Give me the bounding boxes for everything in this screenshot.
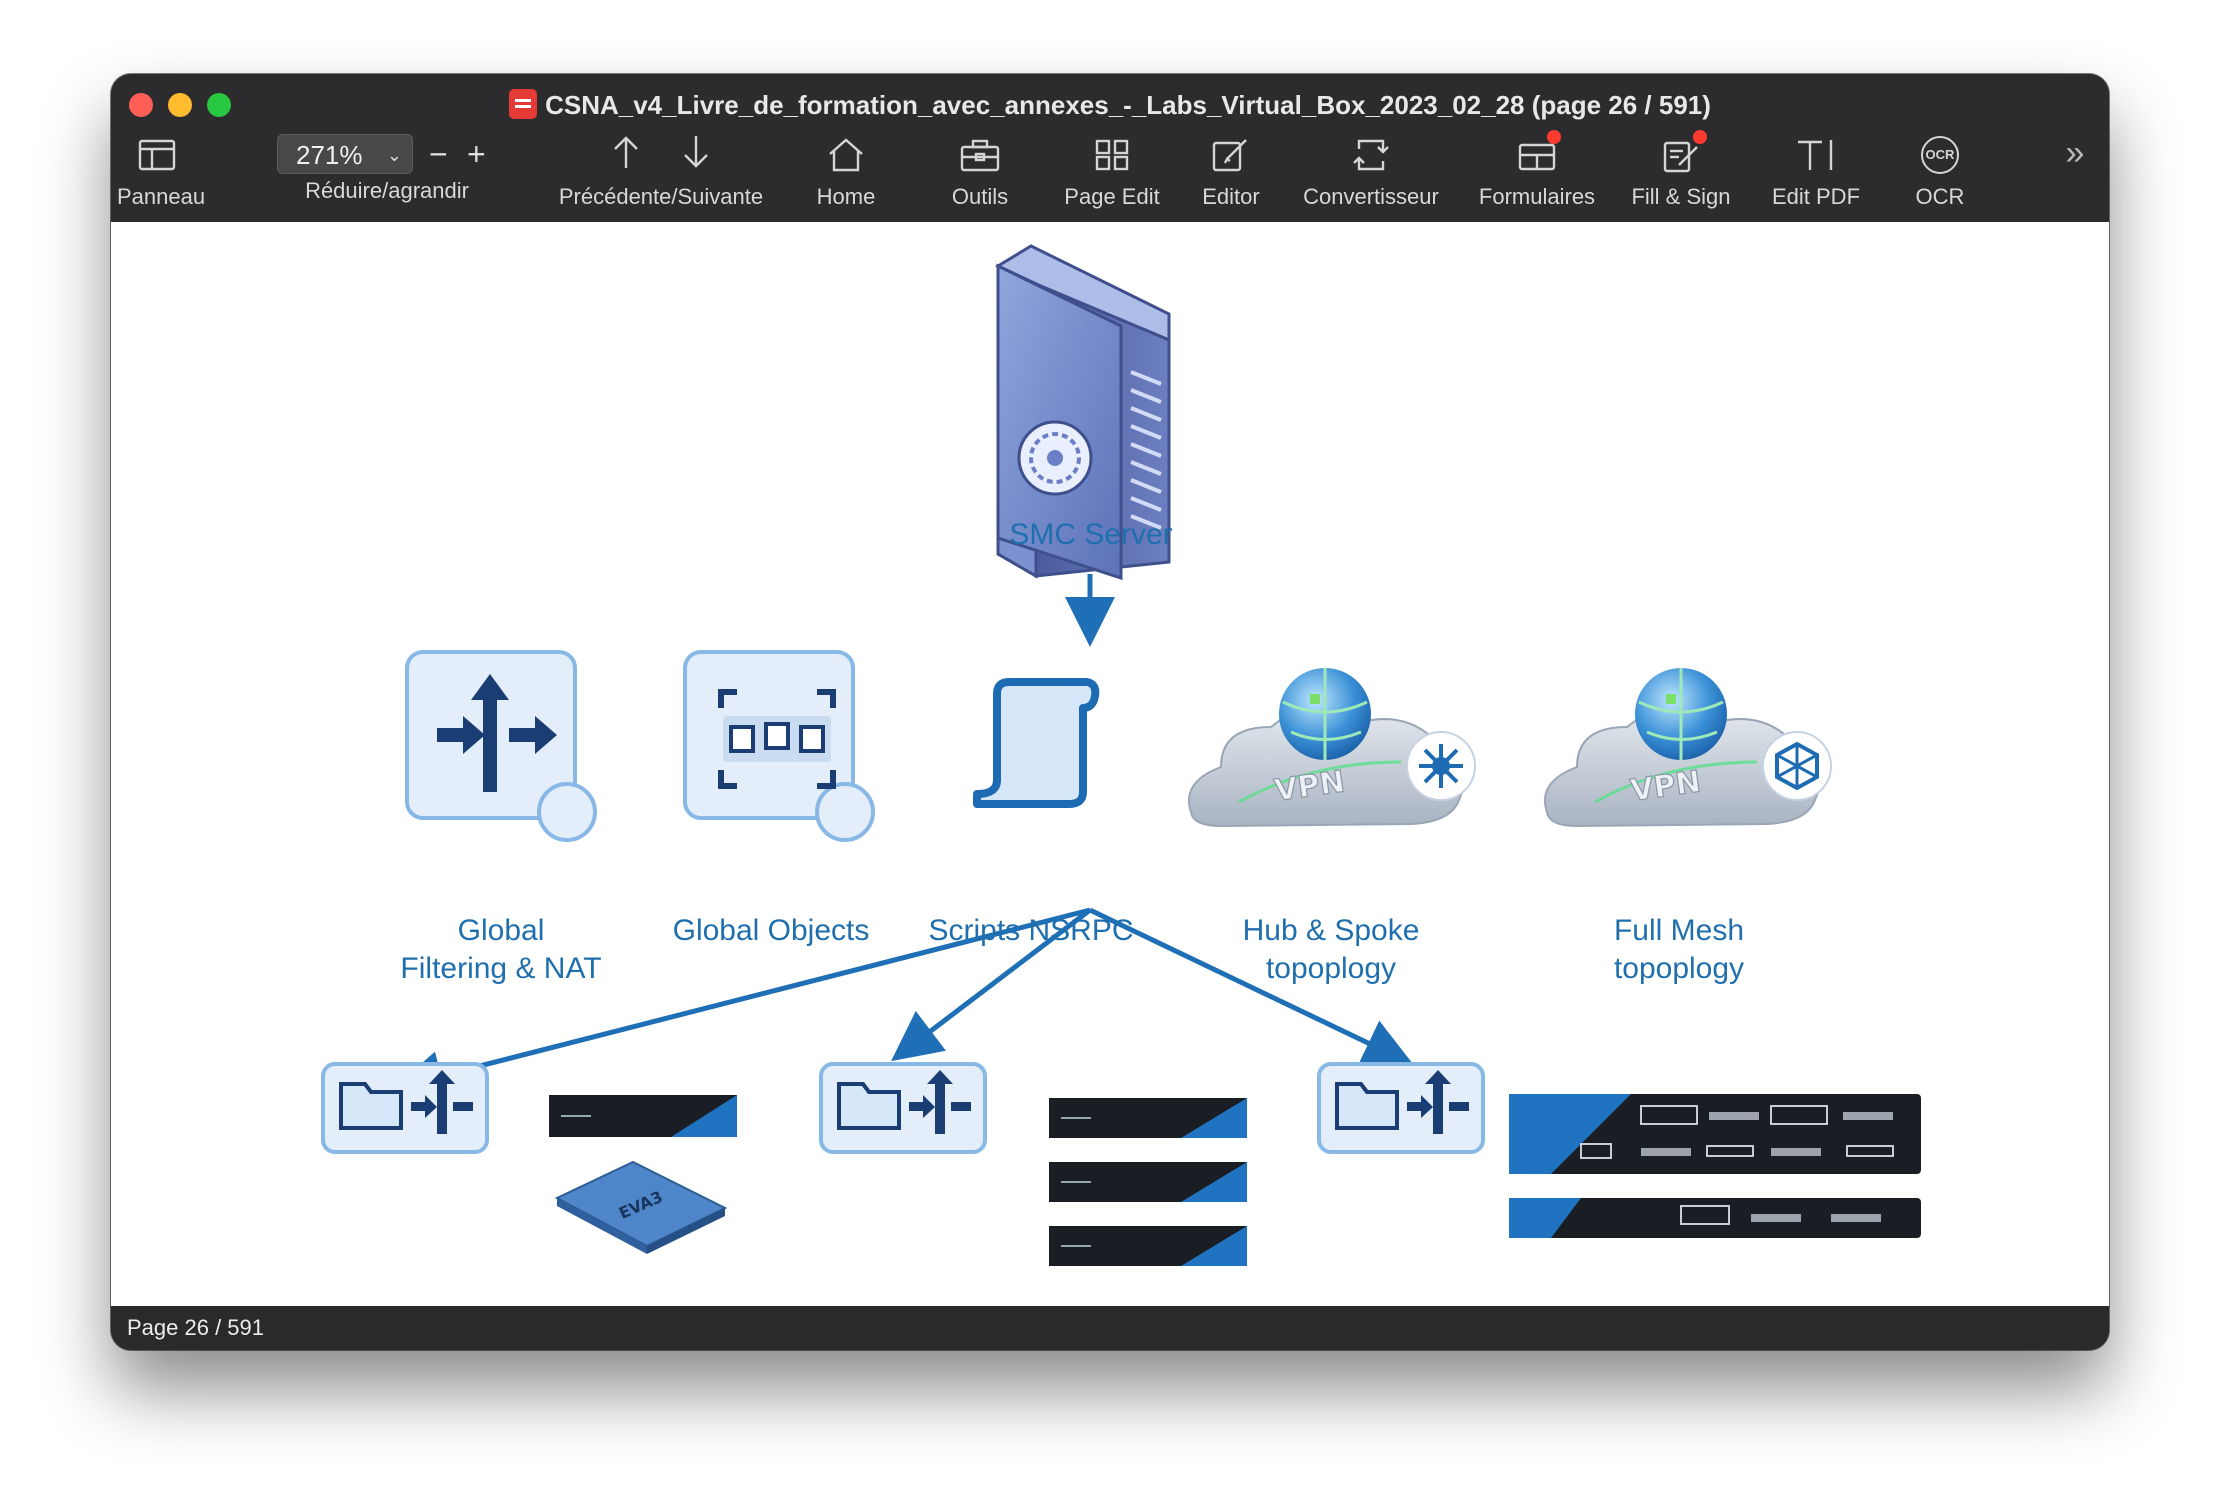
hub-spoke-vpn-icon: VPN [1188,668,1476,828]
edit-pencil-icon [1181,132,1281,178]
script-scroll-icon [973,678,1100,808]
pdf-viewer-window: CSNA_v4_Livre_de_formation_avec_annexes_… [111,74,2109,1350]
home-icon [801,132,891,178]
toolbox-icon [935,132,1025,178]
hub-spoke-label-line2: topoplogy [1265,952,1397,985]
global-objects-icon [683,650,875,842]
zoom-out-label: − [429,136,448,172]
scripts-nsrpc-label: Scripts NSRPC [928,914,1134,947]
hub-spoke-label: Hub & Spoke topoplogy [1211,912,1451,988]
global-filtering-icon [405,650,597,842]
zoom-select[interactable]: 271% ⌄ [277,134,413,174]
zoom-label: Réduire/agrandir [305,178,469,203]
global-filtering-label-line1: Global [457,914,545,947]
previous-page-button[interactable] [611,134,641,176]
arrow-down-icon [684,136,708,168]
minimize-window-button[interactable] [168,93,192,117]
smc-server-icon [994,244,1171,581]
outils-label: Outils [951,184,1009,209]
global-filtering-label: Global Filtering & NAT [381,912,621,988]
zoom-window-button[interactable] [207,93,231,117]
policy-package-icon [819,1062,987,1154]
smc-server-label: SMC Server [1009,518,1173,551]
pdf-page-view[interactable]: VPN VPN [111,222,2109,1306]
zoom-out-button[interactable]: − [429,134,448,174]
editor-button[interactable]: Editor [1181,132,1281,210]
text-cursor-icon [1761,132,1871,178]
close-window-button[interactable] [129,93,153,117]
chevron-down-icon: ⌄ [386,145,402,165]
full-mesh-label: Full Mesh topoplogy [1559,912,1799,988]
window-title-text: CSNA_v4_Livre_de_formation_avec_annexes_… [545,90,1711,120]
distribution-arrows [392,907,1414,1101]
sidebar-panel-icon [117,132,197,178]
fill-sign-button[interactable]: Fill & Sign [1621,130,1741,210]
hub-spoke-label-line1: Hub & Spoke [1242,914,1420,947]
notification-dot [1547,130,1561,144]
zoom-in-button[interactable]: + [467,134,486,174]
page-edit-label: Page Edit [1064,184,1160,209]
zoom-in-label: + [467,136,486,172]
ocr-button[interactable]: OCR OCR [1895,132,1985,210]
toolbar-overflow-button[interactable]: » [2055,134,2095,173]
firewall-appliance [1049,1162,1247,1202]
panneau-button[interactable]: Panneau [117,132,206,210]
global-filtering-label-line2: Filtering & NAT [400,952,602,985]
policy-package-icon [1317,1062,1485,1154]
firewall-appliance [1049,1098,1247,1138]
rack-firewall-appliance [1509,1094,1921,1174]
zoom-value: 271% [296,140,363,170]
grid-icon [1047,132,1177,178]
page-edit-button[interactable]: Page Edit [1047,132,1177,210]
firewall-appliance [1049,1226,1247,1266]
zoom-label-block: Réduire/agrandir [277,178,497,204]
formulaires-label: Formulaires [1478,184,1596,209]
virtual-appliance-eva3: EVA3 [554,1160,728,1254]
ocr-icon: OCR [1895,132,1985,178]
prev-next-label: Précédente/Suivante [558,184,764,209]
page-indicator: Page 26 / 591 [127,1315,265,1340]
editor-label: Editor [1202,184,1260,209]
convertisseur-button[interactable]: Convertisseur [1291,132,1451,210]
firewall-appliance [549,1095,737,1137]
arrow-up-icon [614,136,638,168]
status-bar: Page 26 / 591 [111,1306,2109,1350]
prev-next-group: Précédente/Suivante [541,132,781,210]
home-button[interactable]: Home [801,132,891,210]
full-mesh-label-line2: topoplogy [1613,952,1745,985]
chevron-double-right-icon: » [2065,134,2085,172]
notification-dot [1693,130,1707,144]
ocr-icon-text: OCR [1921,136,1959,174]
ocr-label: OCR [1915,184,1965,209]
form-icon [1467,130,1607,178]
full-mesh-label-line1: Full Mesh [1613,914,1745,947]
formulaires-button[interactable]: Formulaires [1467,130,1607,210]
rack-firewall-appliance [1509,1198,1921,1238]
convert-icon [1291,132,1451,178]
next-page-button[interactable] [681,134,711,176]
panneau-label: Panneau [117,184,206,209]
pdf-app-icon [509,89,538,119]
convertisseur-label: Convertisseur [1303,184,1439,209]
home-label: Home [816,184,876,209]
fill-sign-label: Fill & Sign [1631,184,1731,209]
architecture-diagram: VPN VPN [321,244,1921,1266]
full-mesh-vpn-icon: VPN [1544,668,1832,828]
outils-button[interactable]: Outils [935,132,1025,210]
policy-package-icon [321,1062,489,1154]
signature-icon [1621,130,1741,178]
window-title: CSNA_v4_Livre_de_formation_avec_annexes_… [111,86,2109,124]
global-objects-label: Global Objects [672,914,870,947]
edit-pdf-label: Edit PDF [1771,184,1861,209]
title-bar: CSNA_v4_Livre_de_formation_avec_annexes_… [111,74,2109,222]
edit-pdf-button[interactable]: Edit PDF [1761,132,1871,210]
